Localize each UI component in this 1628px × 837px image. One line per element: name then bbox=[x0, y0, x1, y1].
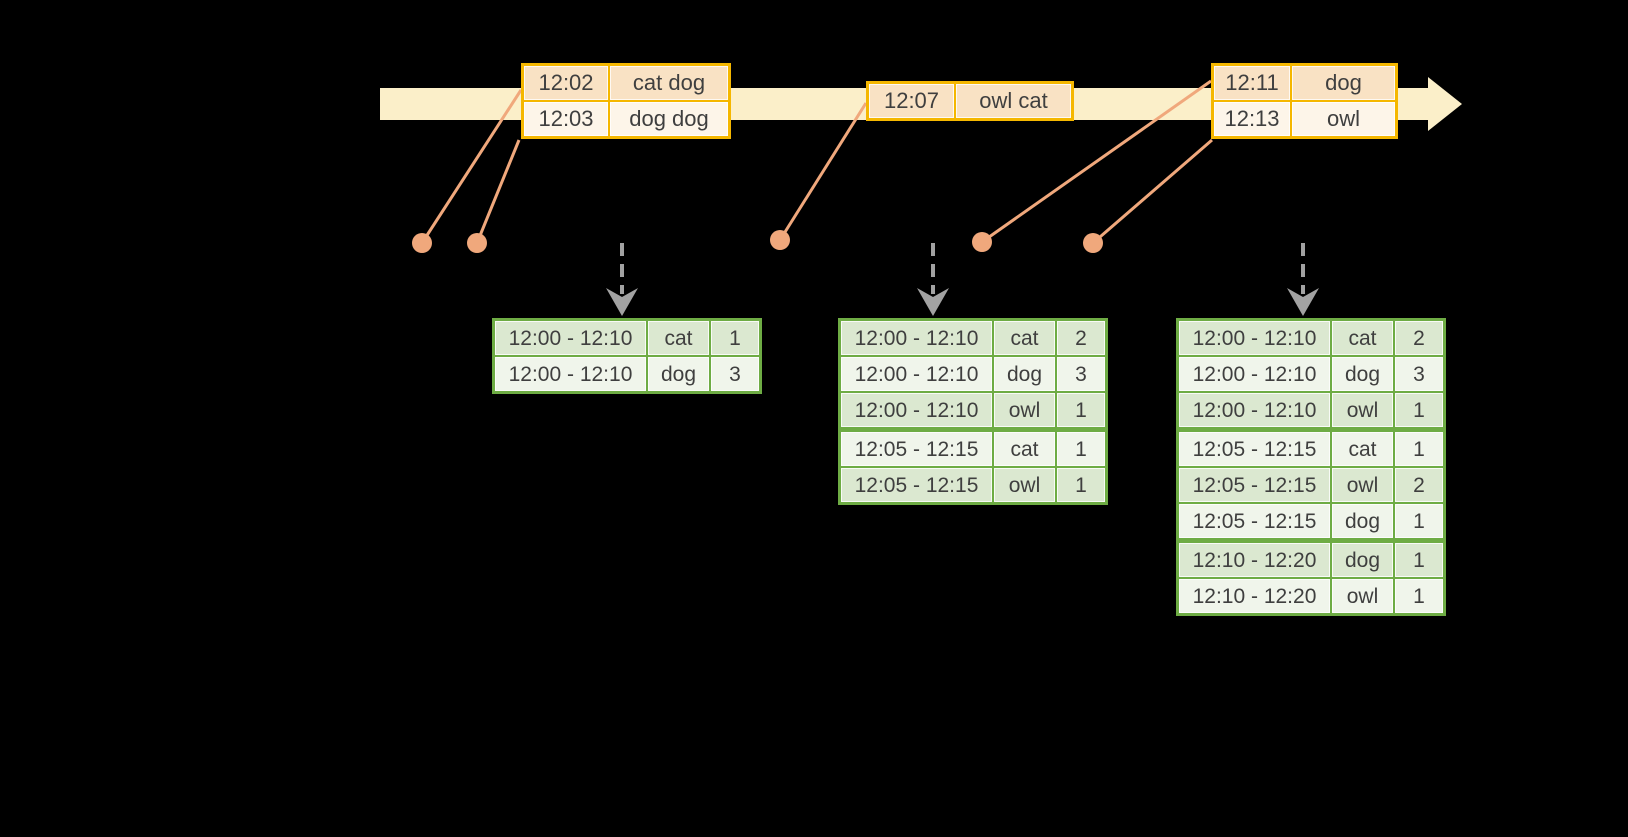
result-word-cell: cat bbox=[994, 432, 1055, 466]
event-time-cell: 12:11 bbox=[1214, 66, 1290, 100]
trigger-arrowhead-icon bbox=[606, 288, 638, 316]
trigger-arrows bbox=[606, 243, 1319, 316]
result-window-cell: 12:00 - 12:10 bbox=[495, 321, 646, 355]
result-word-cell: owl bbox=[1332, 579, 1393, 613]
result-count-cell: 1 bbox=[1395, 543, 1443, 577]
result-count-cell: 1 bbox=[711, 321, 759, 355]
connector-line bbox=[475, 139, 521, 244]
result-count-cell: 2 bbox=[1395, 321, 1443, 355]
result-word-cell: dog bbox=[648, 357, 709, 391]
event-time-cell: 12:07 bbox=[869, 84, 954, 118]
result-window-cell: 12:10 - 12:20 bbox=[1179, 543, 1330, 577]
event-markers bbox=[412, 230, 1103, 253]
result-count-cell: 3 bbox=[1057, 357, 1105, 391]
result-window-cell: 12:05 - 12:15 bbox=[1179, 468, 1330, 502]
result-window-cell: 12:05 - 12:15 bbox=[1179, 504, 1330, 538]
result-word-cell: dog bbox=[1332, 357, 1393, 391]
result-count-cell: 1 bbox=[1057, 432, 1105, 466]
event-time-cell: 12:13 bbox=[1214, 102, 1290, 136]
result-count-cell: 1 bbox=[1395, 504, 1443, 538]
trigger-arrowhead-icon bbox=[1287, 288, 1319, 316]
event-time-cell: 12:02 bbox=[524, 66, 608, 100]
event-time-cell: 12:03 bbox=[524, 102, 608, 136]
result-count-cell: 1 bbox=[1057, 393, 1105, 427]
timeline-arrowhead-icon bbox=[1428, 77, 1462, 131]
result-word-cell: dog bbox=[1332, 543, 1393, 577]
result-word-cell: cat bbox=[994, 321, 1055, 355]
connector-line bbox=[778, 102, 868, 241]
event-words-cell: owl bbox=[1292, 102, 1395, 136]
result-word-cell: owl bbox=[1332, 468, 1393, 502]
result-count-cell: 1 bbox=[1395, 579, 1443, 613]
result-window-cell: 12:05 - 12:15 bbox=[841, 468, 992, 502]
result-window-cell: 12:00 - 12:10 bbox=[841, 357, 992, 391]
result-window-cell: 12:00 - 12:10 bbox=[1179, 321, 1330, 355]
result-window-cell: 12:05 - 12:15 bbox=[1179, 432, 1330, 466]
result-count-cell: 1 bbox=[1395, 393, 1443, 427]
trigger-arrowhead-icon bbox=[917, 288, 949, 316]
event-words-cell: dog dog bbox=[610, 102, 728, 136]
result-window-cell: 12:00 - 12:10 bbox=[495, 357, 646, 391]
event-dot-icon bbox=[770, 230, 790, 250]
result-window-cell: 12:10 - 12:20 bbox=[1179, 579, 1330, 613]
event-connector-lines bbox=[420, 79, 1213, 245]
result-word-cell: dog bbox=[994, 357, 1055, 391]
event-dot-icon bbox=[1083, 233, 1103, 253]
result-count-cell: 2 bbox=[1057, 321, 1105, 355]
event-dot-icon bbox=[467, 233, 487, 253]
result-word-cell: cat bbox=[648, 321, 709, 355]
result-word-cell: dog bbox=[1332, 504, 1393, 538]
connector-line bbox=[420, 89, 523, 244]
result-word-cell: owl bbox=[1332, 393, 1393, 427]
result-window-cell: 12:00 - 12:10 bbox=[841, 321, 992, 355]
result-word-cell: cat bbox=[1332, 321, 1393, 355]
event-dot-icon bbox=[412, 233, 432, 253]
result-count-cell: 1 bbox=[1057, 468, 1105, 502]
event-words-cell: cat dog bbox=[610, 66, 728, 100]
result-window-cell: 12:00 - 12:10 bbox=[1179, 393, 1330, 427]
result-count-cell: 2 bbox=[1395, 468, 1443, 502]
connector-line bbox=[981, 79, 1212, 244]
result-word-cell: owl bbox=[994, 393, 1055, 427]
result-window-cell: 12:00 - 12:10 bbox=[1179, 357, 1330, 391]
event-words-cell: owl cat bbox=[956, 84, 1071, 118]
result-word-cell: cat bbox=[1332, 432, 1393, 466]
result-word-cell: owl bbox=[994, 468, 1055, 502]
event-words-cell: dog bbox=[1292, 66, 1395, 100]
connector-line bbox=[1092, 138, 1213, 245]
result-count-cell: 3 bbox=[1395, 357, 1443, 391]
result-count-cell: 3 bbox=[711, 357, 759, 391]
result-window-cell: 12:00 - 12:10 bbox=[841, 393, 992, 427]
result-window-cell: 12:05 - 12:15 bbox=[841, 432, 992, 466]
result-count-cell: 1 bbox=[1395, 432, 1443, 466]
event-dot-icon bbox=[972, 232, 992, 252]
